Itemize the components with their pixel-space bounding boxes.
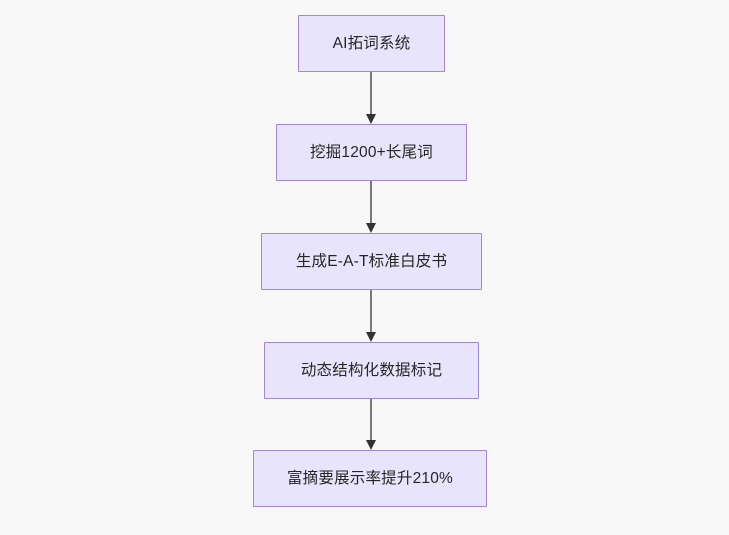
flow-node-dynamic-structured-data-markup[interactable]: 动态结构化数据标记 [264, 342, 479, 399]
flow-node-label: AI拓词系统 [332, 34, 411, 52]
flow-node-label: 动态结构化数据标记 [300, 361, 443, 379]
flow-node-rich-snippet-rate-increase[interactable]: 富摘要展示率提升210% [253, 450, 487, 507]
edge-node2-to-node3 [366, 181, 376, 233]
flow-node-label: 生成E-A-T标准白皮书 [295, 252, 448, 270]
edge-node1-to-node2 [366, 72, 376, 124]
edge-node3-to-node4 [366, 290, 376, 342]
flow-node-ai-keyword-system[interactable]: AI拓词系统 [298, 15, 445, 72]
flow-node-label: 富摘要展示率提升210% [286, 469, 454, 487]
flow-node-generate-eat-whitepaper[interactable]: 生成E-A-T标准白皮书 [261, 233, 482, 290]
edge-node4-to-node5 [366, 399, 376, 450]
flow-node-label: 挖掘1200+长尾词 [309, 143, 434, 161]
flow-node-mine-longtail-keywords[interactable]: 挖掘1200+长尾词 [276, 124, 467, 181]
